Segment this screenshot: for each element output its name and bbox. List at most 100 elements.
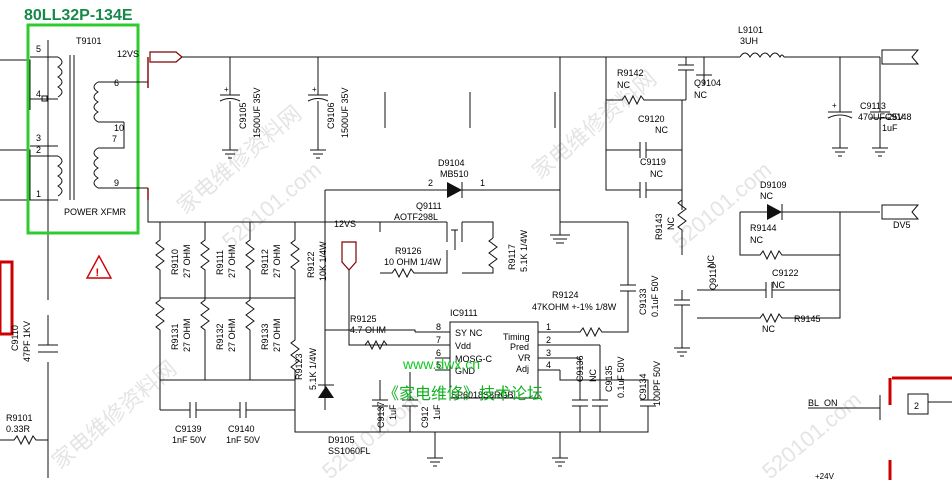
board-title: 80LL32P-134E [24, 7, 133, 24]
transformer-pin-1: 1 [36, 189, 41, 199]
ic-pin-5-num: 5 [436, 360, 441, 370]
ic9111: IC9111 SP6018S8RGB 8 SY NC 7 Vdd 6 MOSG-… [400, 308, 600, 400]
ic-support: R9124 47KOHM +-1% 1/8W C9133 0.1uF 50V C… [532, 221, 662, 467]
c9113-value: 470UF 25V [858, 112, 904, 122]
svg-text:+: + [832, 101, 837, 110]
c9128-ref: C912 [420, 406, 430, 428]
r9111-ref: R9111 [215, 250, 225, 275]
r9117-ref: R9117 [507, 244, 517, 270]
c9105-value: 1500UF 35V [252, 87, 262, 138]
q9104-value: NC [694, 90, 707, 100]
ic9111-body [449, 321, 539, 399]
r9123-value: 5.1K 1/4W [308, 347, 318, 390]
primary-side: C9110 47PF 1KV R9101 0.33R ! [0, 40, 113, 478]
rail-12vs-top: 12VS [117, 49, 139, 59]
transformer-name: POWER XFMR [64, 207, 126, 217]
c9120-value: NC [655, 125, 668, 135]
c9136-value: NC [588, 369, 598, 382]
ic-pin-2-num: 2 [546, 335, 551, 345]
d9104-value: MB510 [440, 169, 469, 179]
bl-on-section: BL_ON 2 +24V [808, 376, 952, 480]
watermark-forum: 《家电维修》技术论坛 [383, 385, 543, 403]
primary-outline [0, 260, 14, 336]
d9104-pin-a: 2 [428, 178, 433, 188]
ic-ref: IC9111 [450, 308, 478, 318]
watermark-cn-c: 家电维修资料网 [47, 356, 181, 474]
q9111-ref: Q9111 [416, 201, 442, 211]
ic-pin-3-name: VR [518, 353, 531, 363]
c9110-value: 47PF 1KV [22, 321, 32, 362]
r9133-ref: R9133 [260, 323, 270, 350]
connector-outline [888, 376, 952, 405]
ic-pin-6-name: MOSG-C [455, 354, 492, 364]
r9112-ref: R9112 [260, 249, 270, 275]
r9143-value: NC [666, 217, 676, 230]
d9105-symbol [318, 386, 334, 398]
d9109-symbol [767, 204, 782, 220]
transformer-ref: T9101 [76, 36, 102, 46]
r9123-ref: R9123 [294, 353, 304, 380]
d9104-q9111: D9104 MB510 2 1 Q9111 AOTF298L [295, 57, 570, 410]
c9140-ref: C9140 [228, 424, 255, 434]
r9112-value: 27 OHM [272, 244, 282, 278]
ic-pin-8-num: 8 [436, 322, 441, 332]
d9105-value: SS1060FL [328, 446, 371, 456]
q9110-value: NC [706, 255, 716, 268]
rail-24v: +24V [815, 472, 835, 480]
mid-rail: 12VS R9122 10K 1/4W R9123 5.1K 1/4W D910… [290, 219, 560, 467]
l9101-ref: L9101 [738, 25, 763, 35]
c9137-ref: C9137 [376, 401, 386, 428]
c9134-ref: C9134 [638, 373, 648, 400]
bottom-caps: C9139 1nF 50V C9140 1nF 50V [160, 402, 295, 445]
top-rail: 12VS + C9105 1500UF 35V + C9106 1500UF 3… [117, 49, 920, 200]
dv5-flag [881, 204, 920, 220]
ic-pin-3-num: 3 [546, 348, 551, 358]
r9132-ref: R9132 [215, 323, 225, 350]
transformer-pin-9: 9 [114, 178, 119, 188]
d9109-ref: D9109 [760, 180, 787, 190]
q9104-ref: Q9104 [694, 78, 721, 88]
rail-12vs-flag [149, 51, 183, 63]
rail-12vs-mid-flag [341, 241, 357, 271]
c9148-value: 1uF [882, 123, 898, 133]
transformer-highlight-box [26, 23, 140, 235]
r9145-value: NC [762, 324, 775, 334]
transformer-pin-6: 6 [114, 78, 119, 88]
r9124-ref: R9124 [552, 290, 579, 300]
r9101-ref: R9101 [6, 413, 33, 423]
r9131-ref: R9131 [170, 323, 180, 350]
r9125-ref: R9125 [350, 314, 377, 324]
r9122-value: 10K 1/4W [318, 241, 328, 281]
ic-pin-4-num: 4 [546, 360, 551, 370]
c9128-value: 1uF [432, 404, 442, 420]
c9105-ref: C9105 [238, 102, 248, 129]
ic-pin-1-num: 1 [546, 322, 551, 332]
c9106-value: 1500UF 35V [340, 87, 350, 138]
ic-pin-2-name: Pred [510, 342, 529, 352]
rail-bl-on: BL_ON [808, 398, 838, 408]
ic-pin-7-num: 7 [436, 335, 441, 345]
c9134-value: 100PF 50V [652, 361, 662, 406]
d9104-pin-k: 1 [480, 178, 485, 188]
r9110-value: 27 OHM [182, 244, 192, 278]
ic-pin-7-name: Vdd [455, 341, 471, 351]
r9111-value: 27 OHM [227, 244, 237, 278]
q9110-ref: Q9110 [708, 264, 718, 290]
c9137-value: 1uF [388, 404, 398, 420]
c9110-ref: C9110 [10, 325, 20, 351]
watermark-site: www.dwx.cn [402, 356, 480, 372]
transformer-pin-3: 3 [36, 133, 41, 143]
transformer-pin-10: 10 [114, 123, 124, 133]
c9135-value: 0.1uF 50V [616, 356, 626, 398]
c9113-ref: C9113 [860, 101, 886, 111]
r9145-ref: R9145 [794, 314, 821, 324]
ic-pin-4-name: Adj [516, 364, 529, 374]
transformer-t9101: T9101 POWER XFMR 5 4 3 2 1 6 10 7 9 [26, 23, 148, 235]
warning-icon [85, 254, 113, 279]
c9120-ref: C9120 [638, 114, 665, 124]
svg-text:+: + [312, 85, 317, 94]
c9106-ref: C9106 [326, 102, 336, 129]
r9124-value: 47KOHM +-1% 1/8W [532, 302, 617, 312]
c9122-value: NC [772, 280, 785, 290]
